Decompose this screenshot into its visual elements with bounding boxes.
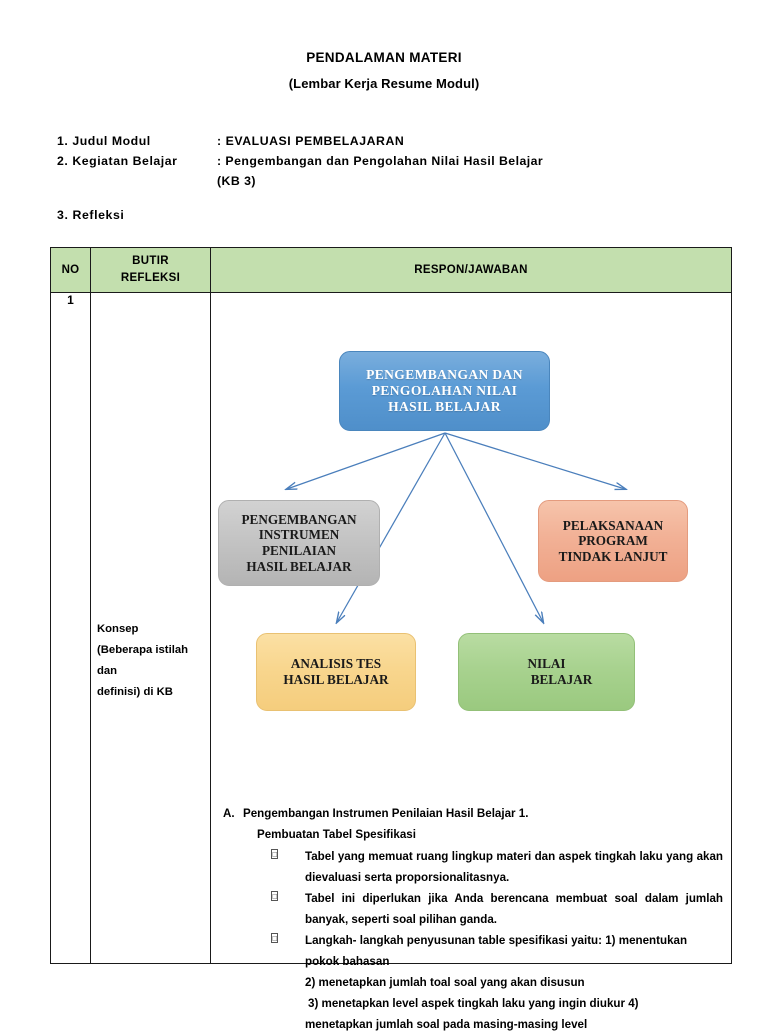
respon-body-text: A. Pengembangan Instrumen Penilaian Hasi… bbox=[223, 803, 723, 1035]
butir-line-2: (Beberapa istilah bbox=[97, 644, 189, 656]
page-title: PENDALAMAN MATERI bbox=[306, 50, 462, 65]
node-left-line3: PENILAIAN bbox=[261, 543, 336, 558]
node-top-line2: PENGOLAHAN NILAI bbox=[371, 383, 518, 399]
bullet-3-main: Langkah- langkah penyusunan table spesif… bbox=[305, 934, 688, 968]
header-butir-line2: REFLEKSI bbox=[120, 272, 181, 284]
section-a-line2: Pembuatan Tabel Spesifikasi bbox=[257, 828, 416, 841]
node-nilai-belajar: NILAI BELAJAR bbox=[458, 633, 635, 711]
node-top-line3: HASIL BELAJAR bbox=[388, 398, 501, 414]
header-no: NO bbox=[50, 247, 91, 293]
section-a-marker: A. bbox=[223, 807, 235, 820]
arrow-to-nilai-belajar bbox=[444, 432, 543, 622]
butir-refleksi-text: Konsep (Beberapa istilah dan definisi) d… bbox=[97, 619, 205, 703]
node-yellow-line1: ANALISIS TES bbox=[290, 656, 382, 672]
reflection-table: NO BUTIR REFLEKSI RESPON/JAWABAN 1 Konse… bbox=[50, 247, 732, 1031]
node-yellow-line2: HASIL BELAJAR bbox=[283, 672, 389, 687]
meta-row-kegiatan-belajar: 2. Kegiatan Belajar : Pengembangan dan P… bbox=[57, 151, 717, 191]
bullet-list: □ Tabel yang memuat ruang lingkup materi… bbox=[223, 846, 723, 1035]
cell-butir-refleksi: Konsep (Beberapa istilah dan definisi) d… bbox=[90, 292, 211, 964]
meta-value-kegiatan-belajar: : Pengembangan dan Pengolahan Nilai Hasi… bbox=[217, 154, 544, 188]
meta-row-judul-modul: 1. Judul Modul : EVALUASI PEMBELAJARAN bbox=[57, 131, 717, 151]
continuation-line-1: 2) menetapkan jumlah toal soal yang akan… bbox=[305, 976, 585, 989]
node-top-line1: PENGEMBANGAN DAN bbox=[366, 367, 523, 383]
node-pengembangan-instrumen-penilaian-hasil-belajar: PENGEMBANGAN INSTRUMEN PENILAIAN HASIL B… bbox=[218, 500, 380, 586]
continuation-line-2: 3) menetapkan level aspek tingkah laku y… bbox=[308, 997, 639, 1010]
node-right-line3: TINDAK LANJUT bbox=[558, 548, 668, 564]
bullet-square-icon: □ bbox=[271, 849, 278, 859]
section-a-body: Pengembangan Instrumen Penilaian Hasil B… bbox=[243, 803, 723, 845]
bullet-text-1: Tabel yang memuat ruang lingkup materi d… bbox=[305, 850, 723, 884]
section-a-line1: Pengembangan Instrumen Penilaian Hasil B… bbox=[243, 807, 529, 820]
header-respon-jawaban: RESPON/JAWABAN bbox=[210, 247, 732, 293]
meta-label-kegiatan-belajar: 2. Kegiatan Belajar bbox=[57, 154, 178, 168]
butir-line-3: dan bbox=[97, 665, 118, 677]
concept-diagram: PENGEMBANGAN DAN PENGOLAHAN NILAI HASIL … bbox=[211, 293, 730, 743]
page-subtitle: (Lembar Kerja Resume Modul) bbox=[288, 76, 480, 91]
table-row: 1 Konsep (Beberapa istilah dan definisi)… bbox=[50, 292, 732, 1031]
node-right-line1: PELAKSANAAN bbox=[562, 517, 664, 533]
node-left-line4: HASIL BELAJAR bbox=[246, 558, 352, 574]
node-green-line1: NILAI bbox=[527, 656, 566, 672]
node-left-line2: INSTRUMEN bbox=[258, 527, 340, 543]
list-item: □ Langkah- langkah penyusunan table spes… bbox=[271, 930, 723, 1035]
bullet-square-icon: □ bbox=[271, 891, 278, 901]
butir-line-1: Konsep bbox=[97, 623, 139, 635]
node-green-line2: BELAJAR bbox=[530, 672, 593, 687]
list-item: □ Tabel yang memuat ruang lingkup materi… bbox=[271, 846, 723, 888]
table-header-row: NO BUTIR REFLEKSI RESPON/JAWABAN bbox=[50, 247, 732, 293]
arrow-to-pengembangan-instrumen bbox=[287, 432, 446, 489]
meta-label-judul-modul: 1. Judul Modul bbox=[57, 134, 151, 148]
node-pelaksanaan-program-tindak-lanjut: PELAKSANAAN PROGRAM TINDAK LANJUT bbox=[538, 500, 688, 582]
header-butir-refleksi: BUTIR REFLEKSI bbox=[90, 247, 211, 293]
header-butir-line1: BUTIR bbox=[132, 255, 169, 267]
bullet-text-2: Tabel ini diperlukan jika Anda berencana… bbox=[305, 892, 723, 926]
node-right-line2: PROGRAM bbox=[578, 533, 648, 549]
cell-respon-jawaban: PENGEMBANGAN DAN PENGOLAHAN NILAI HASIL … bbox=[210, 292, 732, 1031]
bullet-text-3: Langkah- langkah penyusunan table spesif… bbox=[305, 930, 723, 1035]
meta-value-judul-modul: : EVALUASI PEMBELAJARAN bbox=[217, 134, 405, 148]
continuation-line-3: menetapkan jumlah soal pada masing-masin… bbox=[305, 1018, 588, 1031]
node-analisis-tes-hasil-belajar: ANALISIS TES HASIL BELAJAR bbox=[256, 633, 416, 711]
reflection-heading: 3. Refleksi bbox=[57, 208, 125, 222]
bullet-square-icon: □ bbox=[271, 933, 278, 943]
module-meta: 1. Judul Modul : EVALUASI PEMBELAJARAN 2… bbox=[57, 131, 717, 191]
section-a: A. Pengembangan Instrumen Penilaian Hasi… bbox=[223, 803, 723, 845]
node-left-line1: PENGEMBANGAN bbox=[241, 511, 357, 527]
list-item: □ Tabel ini diperlukan jika Anda berenca… bbox=[271, 888, 723, 930]
node-pengembangan-dan-pengolahan-nilai-hasil-belajar: PENGEMBANGAN DAN PENGOLAHAN NILAI HASIL … bbox=[339, 351, 550, 431]
butir-line-4: definisi) di KB bbox=[97, 686, 173, 698]
arrow-to-pelaksanaan-program bbox=[444, 432, 625, 489]
cell-row-number: 1 bbox=[50, 292, 91, 964]
